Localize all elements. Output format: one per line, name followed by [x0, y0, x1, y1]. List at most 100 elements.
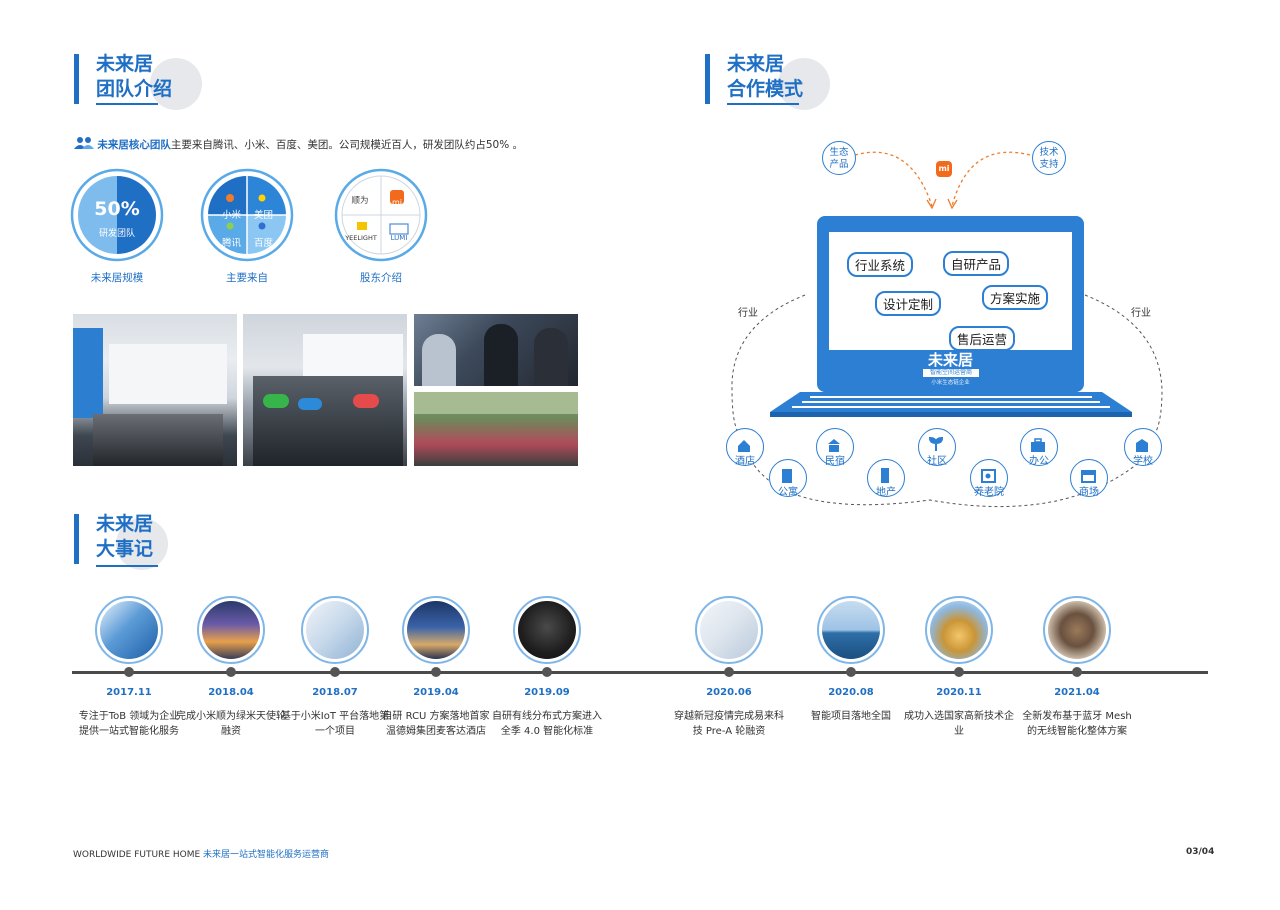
shareholder-caption: 股东介绍: [360, 272, 402, 284]
history-title: 未来居 大事记: [96, 512, 153, 562]
laptop-subtitle-2: 小米生态链企业: [931, 380, 970, 386]
event-desc: 基于小米IoT 平台落地第一个项目: [280, 711, 390, 737]
node-real-estate-label: 地产: [876, 487, 896, 498]
event-desc: 自研有线分布式方案进入全季 4.0 智能化标准: [492, 711, 602, 737]
house-icon: [738, 440, 750, 452]
tag-own-products: 自研产品: [943, 251, 1010, 276]
event-desc: 自研 RCU 方案落地首家温德姆集团麦客达酒店: [382, 711, 490, 737]
team-intro-text: 主要来自腾讯、小米、百度、美团。公司规模近百人，研发团队约占50% 。: [170, 139, 524, 151]
shop-icon: [1081, 470, 1096, 483]
timeline-dot: [431, 667, 441, 677]
origin-xiaomi: 小米: [222, 210, 242, 221]
event-desc: 专注于ToB 领域为企业提供一站式智能化服务: [78, 711, 180, 737]
event-image: [402, 596, 470, 664]
node-apartment: [769, 459, 807, 497]
briefcase-icon: [1031, 438, 1045, 452]
team-title-line2: 团队介绍: [96, 78, 173, 100]
origin-ring: [200, 168, 294, 262]
timeline-dot: [954, 667, 964, 677]
origin-caption: 主要来自: [226, 272, 268, 284]
event-desc: 智能项目落地全国: [811, 711, 891, 722]
section-underline: [96, 103, 158, 105]
team-size-label: 研发团队: [98, 229, 135, 239]
section-bar: [74, 54, 79, 104]
coop-title-line1: 未来居: [727, 53, 785, 75]
booth-photo-2: [243, 314, 407, 466]
footer-cn: 未来居一站式智能化服务运营商: [203, 850, 330, 860]
origin-meituan: 美团: [254, 210, 274, 221]
timeline-dot: [330, 667, 340, 677]
event-date: 2018.07: [312, 687, 358, 698]
section-bar: [705, 54, 710, 104]
event-image: [695, 596, 763, 664]
section-decor-circle: [116, 518, 168, 570]
booth-photo-1: [73, 314, 237, 466]
industry-label-left: 行业: [738, 308, 758, 319]
node-community-label: 社区: [927, 456, 947, 467]
building-icon: [782, 469, 792, 483]
event-date: 2021.04: [1054, 687, 1100, 698]
team-intro-bold: 未来居核心团队: [97, 139, 171, 151]
event-image: [1043, 596, 1111, 664]
team-size-ring: [70, 168, 164, 262]
tech-support-label: 技术 支持: [1039, 147, 1059, 170]
shareholder-mi-logo: mi: [391, 198, 402, 207]
origin-tencent: 腾讯: [222, 238, 242, 249]
bank-icon: [828, 439, 840, 452]
event-date: 2017.11: [106, 687, 152, 698]
event-image: [817, 596, 885, 664]
laptop-keyboard: [770, 392, 1132, 417]
event-desc: 穿越新冠疫情完成易来科技 Pre-A 轮融资: [674, 711, 784, 737]
laptop-logo: 未来居: [927, 351, 973, 369]
event-date: 2019.09: [524, 687, 570, 698]
sprout-icon: [928, 436, 944, 451]
eco-products-bubble: 生态 产品: [822, 141, 856, 175]
team-title-line1: 未来居: [96, 53, 154, 75]
tech-support-bubble: 技术 支持: [1032, 141, 1066, 175]
section-decor-circle: [778, 58, 830, 110]
node-apartment-label: 公寓: [778, 487, 798, 498]
page-number: 03/04: [1186, 847, 1215, 857]
event-image: [301, 596, 369, 664]
event-image: [513, 596, 581, 664]
laptop-subtitle: 智能空间运营商: [923, 369, 979, 377]
event-date: 2018.04: [208, 687, 254, 698]
timeline-dot: [1072, 667, 1082, 677]
shareholder-shunwei: 顺为: [351, 196, 369, 206]
event-image: [925, 596, 993, 664]
node-real-estate: [867, 459, 905, 497]
node-school-label: 学校: [1133, 456, 1153, 467]
bed-icon: [981, 469, 996, 483]
industry-label-right: 行业: [1131, 308, 1151, 319]
coop-title: 未来居 合作模式: [727, 52, 803, 102]
node-hotel-label: 酒店: [735, 456, 755, 467]
history-title-line1: 未来居: [96, 513, 154, 535]
node-school: [1124, 428, 1162, 466]
section-underline: [96, 565, 158, 567]
team-intro: 未来居核心团队主要来自腾讯、小米、百度、美团。公司规模近百人，研发团队约占50%…: [74, 136, 523, 152]
tag-design-custom: 设计定制: [875, 291, 942, 316]
shareholder-ring: [334, 168, 428, 262]
event-date: 2020.06: [706, 687, 752, 698]
timeline-axis: [72, 671, 1208, 674]
node-hotel: [726, 428, 764, 466]
event-desc: 完成小米顺为绿米天使轮融资: [176, 711, 286, 737]
shareholder-yeelight: YEELIGHT: [345, 234, 377, 242]
timeline-dot: [124, 667, 134, 677]
event-date: 2020.11: [936, 687, 982, 698]
event-date: 2019.04: [413, 687, 459, 698]
origin-baidu: 百度: [254, 238, 274, 249]
school-icon: [1136, 439, 1148, 452]
node-nursing-home-label: 养老院: [974, 487, 1004, 498]
team-size-caption: 未来居规模: [90, 272, 144, 284]
history-title-line2: 大事记: [96, 538, 154, 560]
timeline-dot: [226, 667, 236, 677]
node-mall-label: 商场: [1079, 487, 1099, 498]
node-office: [1020, 428, 1058, 466]
event-image: [95, 596, 163, 664]
event-date: 2020.08: [828, 687, 874, 698]
team-size-value: 50%: [94, 198, 140, 220]
timeline-dot: [542, 667, 552, 677]
footer-left: WORLDWIDE FUTURE HOME 未来居一站式智能化服务运营商: [73, 847, 329, 860]
section-underline: [727, 103, 799, 105]
